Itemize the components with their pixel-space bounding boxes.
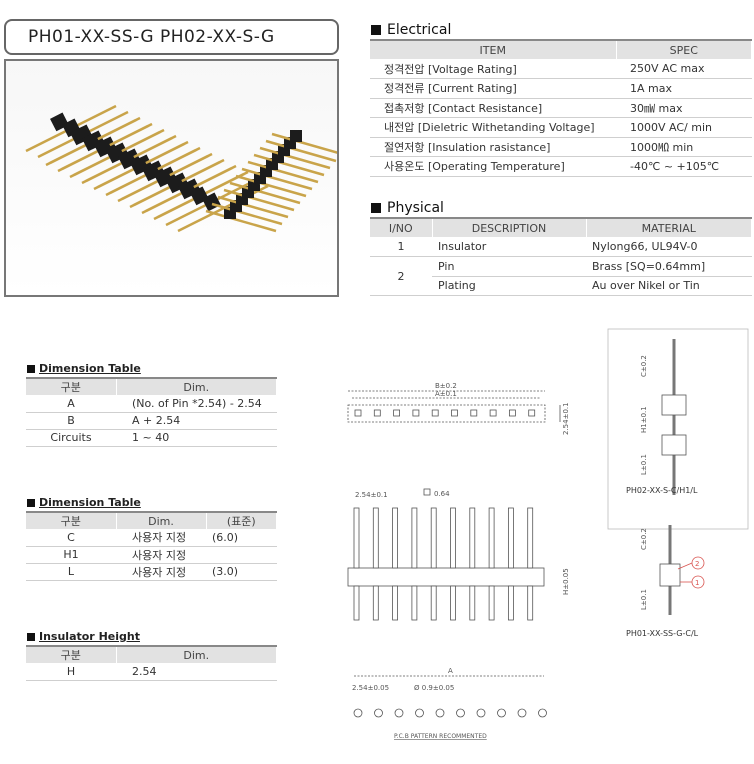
dim1-heading: Dimension Table [27, 362, 141, 375]
photo-pin [247, 160, 319, 184]
pcb-hole [497, 708, 506, 718]
c-dim-label-ph01: C±0.2 [640, 528, 648, 550]
electrical-row: 절연저항 [Insulation rasistance]1000㏁ min [370, 137, 752, 157]
front-view-pin-lower [507, 585, 514, 621]
pcb-hole [394, 708, 404, 718]
front-view-pin [353, 507, 360, 569]
pcb-hole [476, 708, 486, 718]
c-dim-label-ph02: C±0.2 [640, 355, 648, 377]
photo-pin [235, 174, 307, 198]
top-view-pin [393, 409, 400, 417]
photo-pin [229, 181, 301, 205]
top-view-pin [431, 409, 439, 417]
a-dim-label: A±0.1 [435, 390, 457, 398]
photo-pin [259, 146, 331, 170]
electrical-heading: Electrical [371, 22, 451, 38]
electrical-row: 접촉저항 [Contact Resistance]30㎽ max [370, 98, 752, 118]
photo-pin [265, 139, 337, 163]
photo-insulator [290, 130, 302, 142]
photo-insulator [202, 192, 221, 212]
photo-pin [271, 132, 343, 156]
photo-pin [217, 195, 289, 219]
pitch-v-label: 2.54±0.1 [562, 402, 570, 435]
pin-sq-label: 0.64 [434, 490, 450, 498]
top-view-pin [373, 409, 381, 417]
pcb-hole [353, 708, 363, 718]
pcb-a-label: A [448, 667, 453, 675]
ph02-caption: PH02-XX-S-C/H1/L [626, 486, 698, 495]
electrical-row: 내전압 [Dieletric Withetanding Voltage]1000… [370, 117, 752, 138]
front-view-pin [372, 507, 379, 569]
front-view-pin-lower [392, 585, 398, 621]
photo-pin [241, 167, 313, 191]
b-dim-label: B±0.2 [435, 382, 457, 390]
pcb-hole [456, 708, 465, 718]
photo-pin [205, 209, 277, 233]
ph01-caption: PH01-XX-SS-G-C/L [626, 629, 699, 638]
pcb-caption: P.C.B PATTERN RECOMMENTED [394, 733, 487, 740]
front-view-pin [411, 507, 418, 569]
pcb-hole [517, 708, 527, 718]
pcb-hole-label: Ø 0.9±0.05 [414, 684, 454, 692]
h-dim-label: H±0.05 [562, 568, 570, 595]
front-view-pin-lower [353, 585, 360, 621]
pcb-hole [538, 708, 547, 718]
top-view-pin [470, 409, 478, 417]
photo-pin [223, 188, 295, 212]
callout-1: 1 [695, 579, 699, 587]
front-view-pin [488, 507, 495, 569]
front-view-pin-lower [469, 585, 476, 621]
top-view-pin [412, 409, 420, 417]
electrical-row: 정격전류 [Current Rating]1A max [370, 78, 752, 99]
electrical-row: 정격전압 [Voltage Rating]250V AC max [370, 59, 752, 79]
callout-2: 2 [695, 560, 699, 568]
pcb-pitch-label: 2.54±0.05 [352, 684, 389, 692]
electrical-col-item: ITEM [370, 40, 617, 59]
product-title: PH01-XX-SS-G PH02-XX-S-G [4, 19, 339, 55]
l-dim-label-ph01: L±0.1 [640, 589, 648, 610]
top-view-pin [451, 409, 458, 417]
front-view-pin-lower [450, 585, 456, 621]
front-view-pin [450, 507, 456, 569]
l-dim-label-ph02: L±0.1 [640, 454, 648, 475]
top-view-pin [528, 409, 536, 417]
front-view-pin-lower [411, 585, 418, 621]
product-photo [4, 59, 343, 297]
physical-heading: Physical [371, 200, 444, 216]
electrical-row: 사용온도 [Operating Temperature]-40℃ ~ +105℃ [370, 156, 752, 177]
pcb-hole [415, 708, 424, 718]
pin-header-photo [25, 104, 343, 233]
photo-pin [211, 202, 283, 226]
front-view-pin [527, 507, 534, 569]
insulator-heading: Insulator Height [27, 630, 140, 643]
front-view-pin [430, 507, 437, 569]
front-view-pin-lower [372, 585, 379, 621]
pcb-hole [435, 708, 445, 718]
top-view-pin [354, 409, 362, 417]
front-view-pin [392, 507, 398, 569]
front-view-pin [507, 507, 514, 569]
pcb-hole [374, 708, 383, 718]
front-view-pin-lower [488, 585, 495, 621]
front-view-pin-lower [527, 585, 534, 621]
technical-drawing: B±0.2 A±0.1 2.54±0.1 2.54±0.1 0.64 H±0.0… [347, 328, 749, 740]
photo-pin [253, 153, 325, 177]
front-view-pin [469, 507, 476, 569]
top-view-pin [508, 409, 516, 417]
dim2-heading: Dimension Table [27, 496, 141, 509]
front-view-pin-lower [430, 585, 437, 621]
pitch-label: 2.54±0.1 [355, 491, 388, 499]
top-view-pin [489, 409, 497, 417]
h1-dim-label: H1±0.1 [640, 406, 648, 433]
electrical-col-spec: SPEC [616, 40, 752, 59]
